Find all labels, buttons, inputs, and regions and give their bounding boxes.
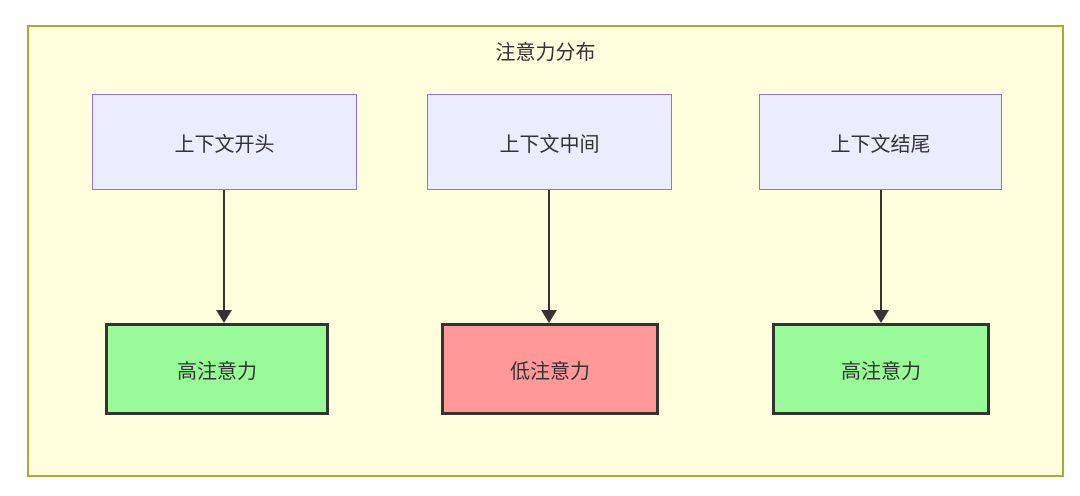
node-context-middle: 上下文中间 [427,94,672,190]
node-label: 低注意力 [510,360,590,383]
arrowhead-down-icon [541,310,557,323]
node-context-end: 上下文结尾 [759,94,1002,190]
node-label: 上下文结尾 [830,133,931,156]
arrow-shaft [223,190,225,310]
node-high-attention-1: 高注意力 [105,323,329,415]
node-high-attention-2: 高注意力 [772,323,990,415]
node-label: 高注意力 [841,360,921,383]
arrowhead-down-icon [873,310,889,323]
node-context-start: 上下文开头 [92,94,357,190]
attention-distribution-cluster: 注意力分布 上下文开头 上下文中间 上下文结尾 高注意力 低注意力 [27,25,1064,477]
node-label: 高注意力 [177,360,257,383]
node-label: 上下文开头 [174,133,275,156]
arrow-shaft [880,190,882,310]
arrow-end-to-high-attention [873,190,889,323]
diagram-title: 注意力分布 [495,42,596,64]
arrow-middle-to-low-attention [541,190,557,323]
arrow-start-to-high-attention [216,190,232,323]
node-label: 上下文中间 [499,133,600,156]
arrow-shaft [548,190,550,310]
node-low-attention: 低注意力 [441,323,659,415]
arrowhead-down-icon [216,310,232,323]
